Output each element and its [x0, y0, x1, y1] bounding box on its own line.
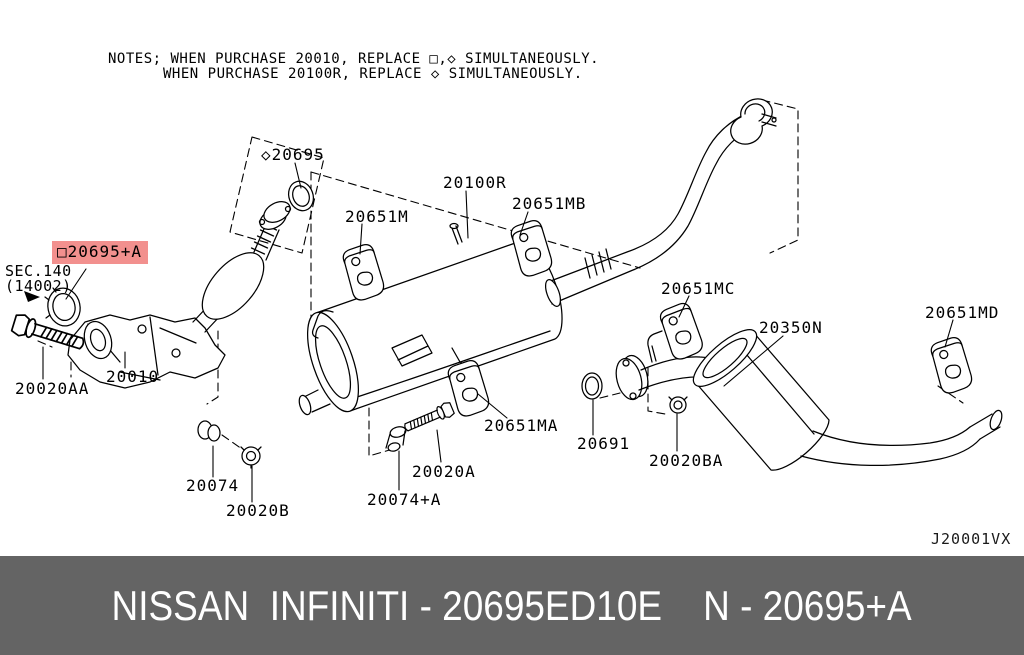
part-label-20074: 20074 [186, 476, 240, 495]
highlighted-part-label-20695A: □20695+A [52, 241, 149, 264]
part-label-20020A: 20020A [412, 462, 476, 481]
banner-title: NISSAN INFINITI - 20695ED10E N - 20695+A [111, 581, 913, 629]
center-muffler-assembly [298, 98, 777, 416]
leader-lines [42, 162, 954, 503]
part-label-20100R: 20100R [443, 173, 507, 192]
hanger-20651MD [928, 334, 975, 396]
nut-20020B [240, 446, 262, 469]
cat-canister [201, 252, 265, 320]
section-ref-line-1: SEC.140 [5, 262, 72, 280]
part-label-20020B: 20020B [226, 501, 290, 520]
part-label-20651MC: 20651MC [661, 279, 736, 298]
nut-20020BA [668, 396, 688, 414]
notes-line-2: WHEN PURCHASE 20100R, REPLACE ◇ SIMULTAN… [163, 66, 583, 82]
part-label-20651MA: 20651MA [484, 416, 559, 435]
part-label-20691: 20691 [577, 434, 631, 453]
bolt-20020A [401, 400, 456, 436]
part-label-20020BA: 20020BA [649, 451, 724, 470]
part-label-20010: 20010 [106, 367, 160, 386]
part-label-20020AA: 20020AA [15, 379, 90, 398]
part-label-20695: ◇20695 [261, 145, 325, 164]
section-ref-line-2: (14002) [5, 277, 72, 295]
nut-20074 [197, 420, 221, 442]
rear-muffler-assembly [581, 329, 1003, 471]
bottom-banner: NISSAN INFINITI - 20695ED10E N - 20695+A [0, 556, 1024, 655]
hanger-20651MC [657, 300, 706, 363]
part-label-20651MD: 20651MD [925, 303, 1000, 322]
pipe-clamp [730, 98, 773, 145]
part-label-20074A: 20074+A [367, 490, 442, 509]
sec-arrow-icon [24, 291, 40, 302]
tailpipe-tip [989, 409, 1003, 431]
bushing-20074A [385, 426, 407, 452]
part-label-20350N: 20350N [759, 318, 823, 337]
part-label-20651M: 20651M [345, 207, 409, 226]
part-label-20651MB: 20651MB [512, 194, 587, 213]
hanger-20651M [340, 241, 387, 303]
notes-line-1: NOTES; WHEN PURCHASE 20010, REPLACE □,◇ … [108, 51, 600, 67]
catalytic-converter-assembly [24, 180, 315, 389]
diagram-code: J20001VX [931, 530, 1012, 548]
